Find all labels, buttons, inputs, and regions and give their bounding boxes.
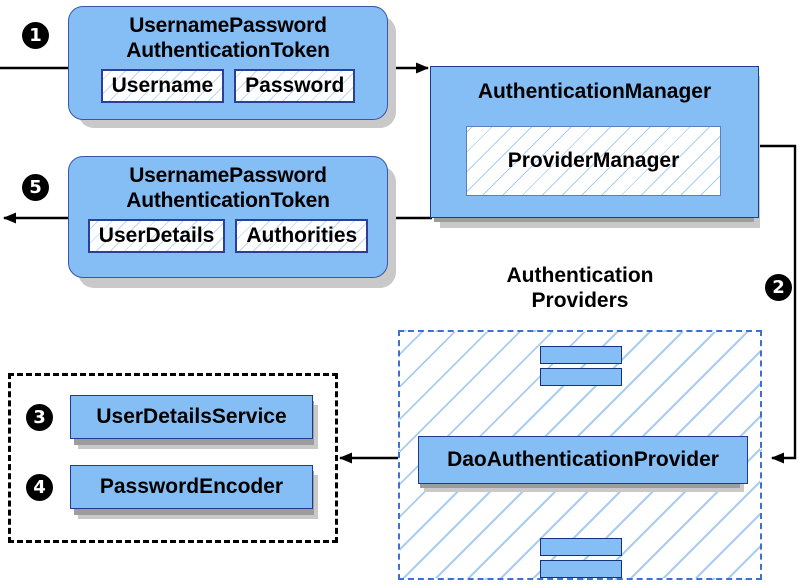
response-token-field-userdetails[interactable]: UserDetails xyxy=(87,219,226,253)
step-badge-4: 4 xyxy=(26,474,53,501)
response-token-fields: UserDetails Authorities xyxy=(87,219,369,253)
step-badge-1: 1 xyxy=(22,22,49,49)
response-token-card[interactable]: UsernamePassword AuthenticationToken Use… xyxy=(68,156,388,278)
user-details-service-label: UserDetailsService xyxy=(96,405,287,428)
request-token-field-password[interactable]: Password xyxy=(234,69,356,103)
request-token-card[interactable]: UsernamePassword AuthenticationToken Use… xyxy=(68,6,388,120)
provider-manager-box[interactable]: ProviderManager xyxy=(466,126,721,196)
request-token-title: UsernamePassword AuthenticationToken xyxy=(126,14,330,62)
provider-bar-top-2[interactable] xyxy=(540,368,622,386)
step-badge-5: 5 xyxy=(22,174,49,201)
provider-bar-bottom-1[interactable] xyxy=(540,538,622,556)
response-token-field-authorities[interactable]: Authorities xyxy=(235,219,369,253)
response-token-title: UsernamePassword AuthenticationToken xyxy=(126,164,330,212)
step-badge-3: 3 xyxy=(26,404,53,431)
password-encoder-box[interactable]: PasswordEncoder xyxy=(70,465,313,509)
connector-manager-to-provider xyxy=(759,144,797,464)
dao-authentication-provider-box[interactable]: DaoAuthenticationProvider xyxy=(418,436,748,484)
dao-authentication-provider-label: DaoAuthenticationProvider xyxy=(447,448,719,471)
authentication-manager-title: AuthenticationManager xyxy=(477,80,712,103)
password-encoder-label: PasswordEncoder xyxy=(99,475,284,498)
step-badge-2: 2 xyxy=(765,274,792,301)
request-token-fields: Username Password xyxy=(100,69,356,103)
provider-bar-bottom-2[interactable] xyxy=(540,560,622,578)
request-token-field-username[interactable]: Username xyxy=(100,69,225,103)
authentication-providers-caption: Authentication Providers xyxy=(506,264,654,312)
user-details-service-box[interactable]: UserDetailsService xyxy=(70,395,313,439)
provider-bar-top-1[interactable] xyxy=(540,346,622,364)
provider-manager-label: ProviderManager xyxy=(507,149,680,172)
